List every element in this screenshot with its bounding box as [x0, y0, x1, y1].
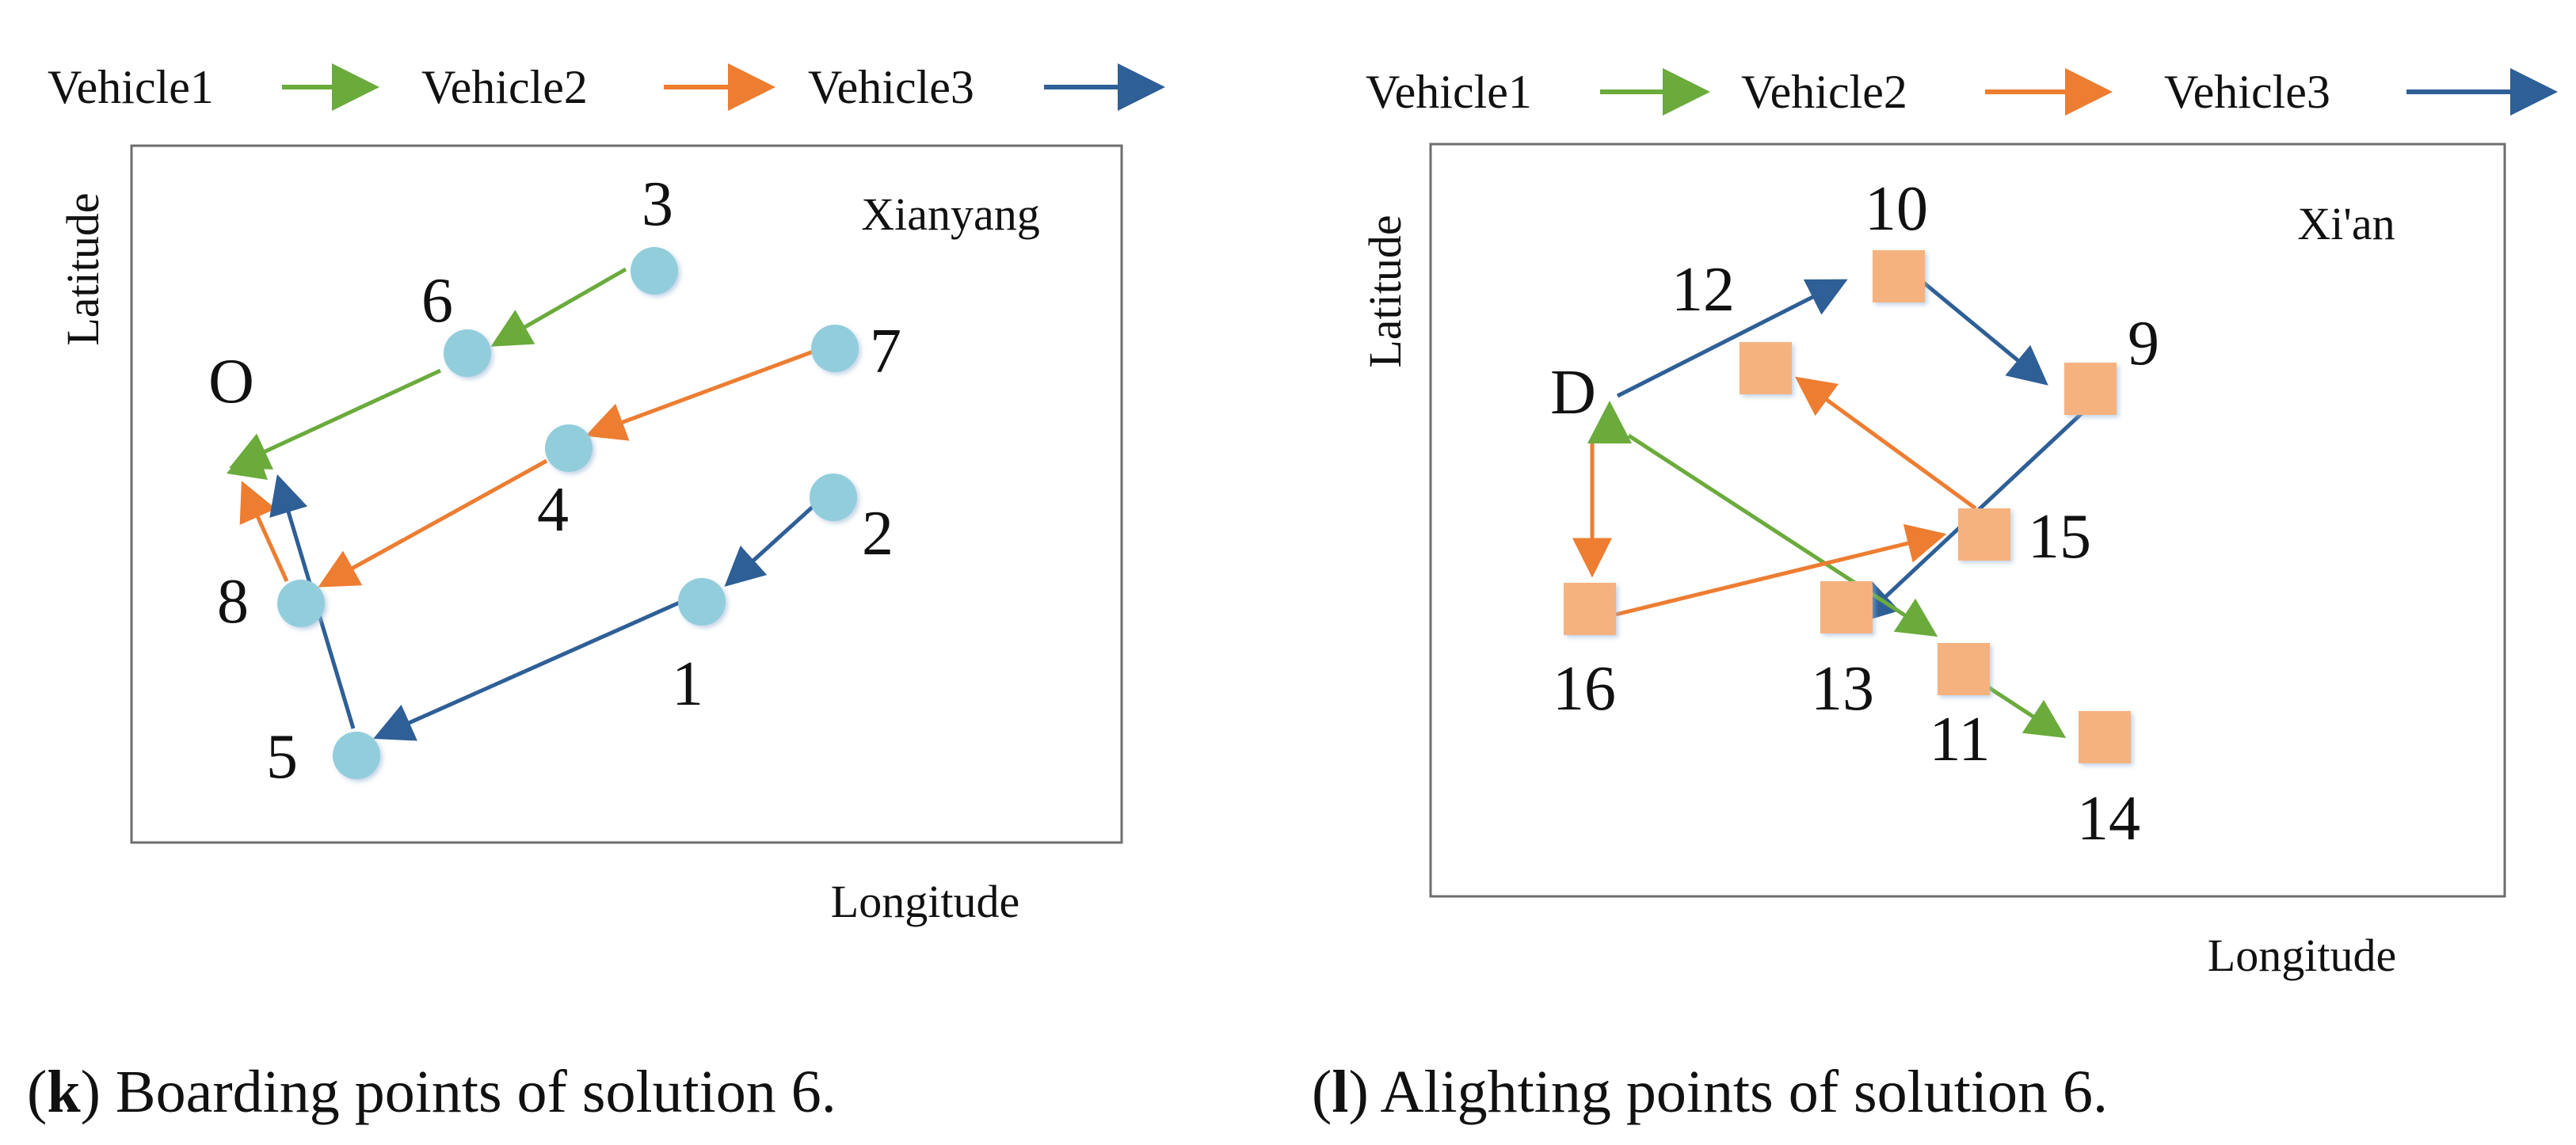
boarding-point-7 [811, 325, 859, 372]
alighting-point-13 [1820, 581, 1873, 633]
point-label-2: 2 [862, 499, 894, 569]
point-label-16: 16 [1553, 654, 1616, 724]
boarding-point-6 [444, 329, 491, 377]
legend-vehicle3-label: Vehicle3 [2164, 66, 2330, 118]
route-v2-15-to-12 [1794, 376, 1977, 511]
route-v3-D-to-10 [1616, 279, 1848, 398]
boarding-point-1 [678, 578, 726, 626]
point-label-12: 12 [1671, 255, 1735, 325]
route-v2-7-to-4 [585, 348, 818, 441]
route-v2-8-to-O [239, 481, 289, 583]
route-v1-6-to-O [229, 368, 442, 470]
alighting-point-14 [2079, 711, 2131, 763]
legend-k: Vehicle1 Vehicle2 Vehicle3 [48, 61, 1165, 113]
depot-marker-k [227, 440, 268, 480]
point-label-8: 8 [217, 567, 249, 637]
alighting-point-15 [1958, 508, 2010, 561]
alighting-point-10 [1873, 250, 1925, 302]
x-axis-label-l: Longitude [2208, 930, 2396, 981]
x-axis-label-k: Longitude [831, 876, 1019, 927]
panel-k: Vehicle1 Vehicle2 Vehicle3 Latitude Long… [27, 61, 1165, 1125]
point-label-15: 15 [2028, 502, 2091, 572]
route-v1-3-to-6 [490, 267, 627, 347]
point-label-9: 9 [2128, 309, 2159, 378]
y-axis-label-l: Latitude [1359, 215, 1411, 367]
city-label-k: Xianyang [861, 188, 1040, 240]
point-label-3: 3 [642, 169, 673, 239]
route-v3-1-to-5 [373, 599, 683, 741]
caption-k: (k) Boarding points of solution 6. [27, 1059, 836, 1125]
boarding-point-2 [810, 474, 857, 521]
alighting-point-11 [1938, 643, 1990, 695]
point-label-10: 10 [1865, 174, 1928, 244]
legend-l: Vehicle1 Vehicle2 Vehicle3 [1366, 66, 2558, 118]
point-label-14: 14 [2077, 784, 2140, 854]
boarding-point-5 [333, 732, 380, 779]
depot-label-l: D [1550, 358, 1596, 428]
point-label-6: 6 [421, 266, 453, 336]
point-label-11: 11 [1929, 705, 1990, 774]
caption-l: (l) Alighting points of solution 6. [1312, 1059, 2108, 1125]
boarding-point-4 [545, 424, 593, 472]
y-axis-label-k: Latitude [57, 192, 109, 345]
route-v2-4-to-8 [318, 458, 548, 588]
alighting-point-12 [1740, 342, 1792, 394]
point-label-7: 7 [870, 317, 901, 386]
point-label-1: 1 [672, 649, 703, 719]
panel-l: Vehicle1 Vehicle2 Vehicle3 Latitude Long… [1312, 66, 2558, 1125]
boarding-point-3 [631, 247, 678, 295]
legend-vehicle2-label: Vehicle2 [421, 61, 588, 113]
point-label-4: 4 [537, 475, 569, 545]
route-v1-D-to-11 [1627, 433, 1938, 637]
depot-label-k: O [208, 347, 254, 417]
legend-vehicle2-label: Vehicle2 [1741, 66, 1907, 118]
city-label-l: Xi'an [2297, 198, 2395, 249]
alighting-point-16 [1564, 583, 1616, 635]
legend-vehicle1-label: Vehicle1 [1366, 66, 1532, 118]
route-v2-16-to-15 [1615, 523, 1947, 617]
alighting-point-9 [2064, 363, 2117, 415]
route-v3-2-to-1 [724, 505, 814, 588]
legend-vehicle1-label: Vehicle1 [48, 61, 214, 113]
route-v3-10-to-9 [1915, 276, 2048, 386]
legend-vehicle3-label: Vehicle3 [808, 61, 974, 113]
depot-marker-l [1587, 401, 1632, 443]
route-v1-11-to-14 [1982, 682, 2067, 739]
boarding-point-8 [277, 580, 325, 627]
point-label-13: 13 [1811, 654, 1874, 724]
point-label-5: 5 [266, 722, 298, 792]
